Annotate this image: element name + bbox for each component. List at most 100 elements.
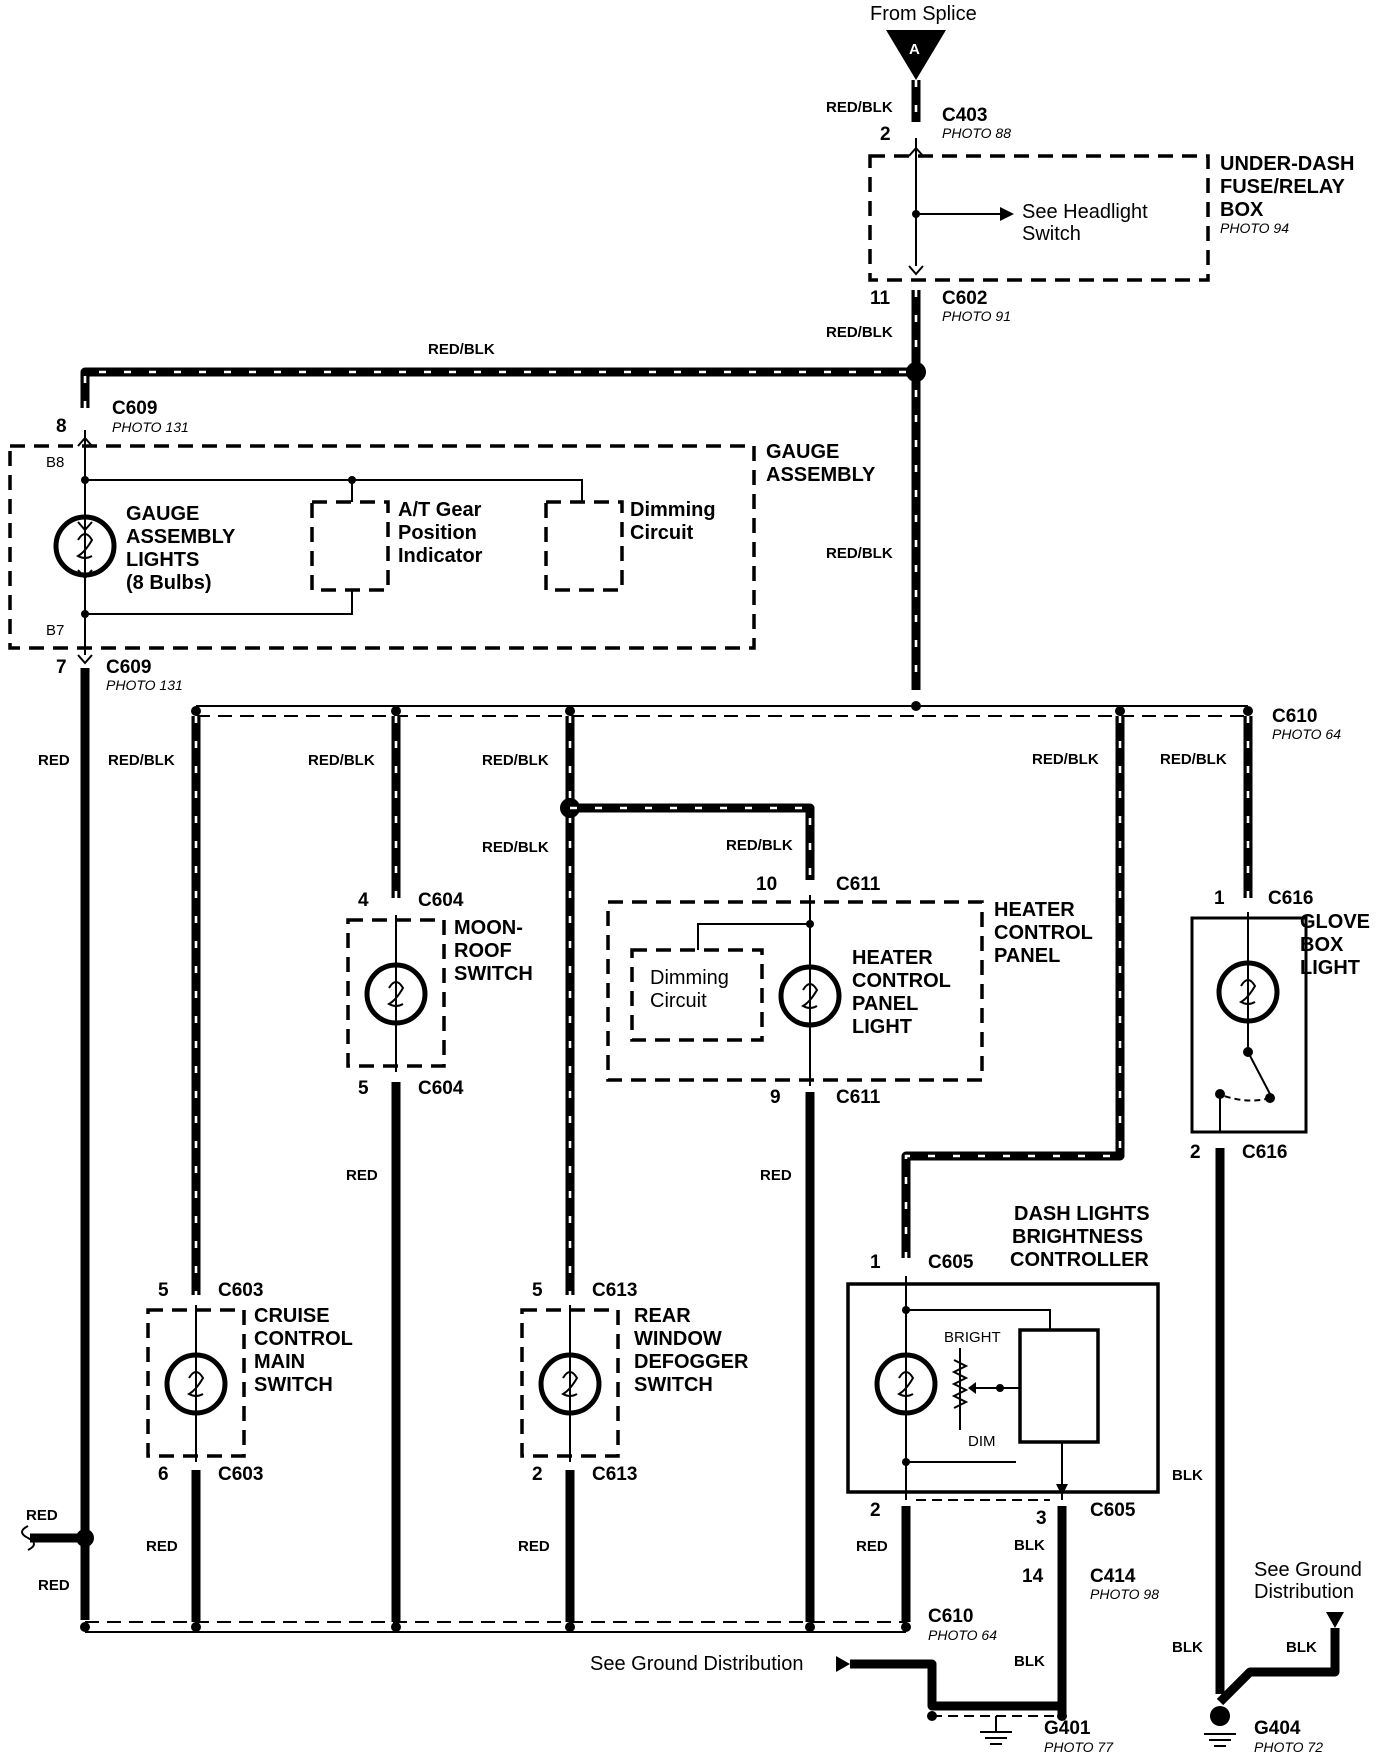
c613-bottom-name: C613 — [592, 1464, 637, 1485]
wire-label-red-dash: RED — [856, 1538, 888, 1555]
c604-top-pin: 4 — [358, 890, 369, 911]
c610-bottom-photo: PHOTO 64 — [928, 1627, 997, 1643]
wire-label-red-blk-moonroof: RED/BLK — [308, 752, 375, 769]
at-gear-1: A/T Gear — [398, 499, 482, 521]
gauge-assembly-title-1: GAUGE — [766, 441, 839, 463]
heater-dimming-1: Dimming — [650, 967, 729, 989]
heater-dimming-box — [630, 948, 764, 1042]
gauge-dimming-2: Circuit — [630, 522, 694, 544]
gauge-pin-b8: B8 — [46, 454, 64, 471]
wire-label-red-blk-c602: RED/BLK — [826, 324, 893, 341]
c609-top-pin: 8 — [56, 416, 67, 437]
heater-panel-3: PANEL — [994, 945, 1060, 967]
c609-top-name: C609 — [112, 398, 157, 419]
dash-controller-box — [846, 1282, 1160, 1494]
defogger-2: WINDOW — [634, 1328, 722, 1350]
wire-label-red-cruise: RED — [146, 1538, 178, 1555]
fuse-box-title-2: FUSE/RELAY — [1220, 176, 1346, 198]
fuse-box-title-1: UNDER-DASH — [1220, 153, 1354, 175]
c613-bottom-pin: 2 — [532, 1464, 543, 1485]
at-gear-3: Indicator — [398, 545, 483, 567]
g404-photo: PHOTO 72 — [1254, 1739, 1323, 1755]
gauge-lights-2: ASSEMBLY — [126, 526, 236, 548]
c414-photo: PHOTO 98 — [1090, 1586, 1159, 1602]
gauge-assembly-title-2: ASSEMBLY — [766, 464, 876, 486]
splice-letter: A — [909, 41, 920, 58]
glove-box-1: GLOVE — [1300, 911, 1370, 933]
fuse-box-photo: PHOTO 94 — [1220, 220, 1289, 236]
glove-box-2: BOX — [1300, 934, 1344, 956]
wire-label-red-blk-top: RED/BLK — [428, 341, 495, 358]
c403-pin: 2 — [880, 124, 891, 145]
c414-pin: 14 — [1022, 1566, 1044, 1587]
gauge-lights-1: GAUGE — [126, 503, 199, 525]
wire-label-red-moonroof: RED — [346, 1167, 378, 1184]
c603-bottom-pin: 6 — [158, 1464, 169, 1485]
c603-top-name: C603 — [218, 1280, 263, 1301]
cruise-4: SWITCH — [254, 1374, 333, 1396]
c613-top-name: C613 — [592, 1280, 637, 1301]
moonroof-2: ROOF — [454, 940, 512, 962]
c605-top-pin: 1 — [870, 1252, 881, 1273]
gauge-assembly-outline — [8, 444, 756, 650]
c604-top-name: C604 — [418, 890, 464, 911]
c616-top-name: C616 — [1268, 888, 1313, 909]
wire-label-red-heater: RED — [760, 1167, 792, 1184]
wire-label-blk-c605: BLK — [1014, 1537, 1045, 1554]
c610-bottom-name: C610 — [928, 1606, 973, 1627]
c603-bottom-name: C603 — [218, 1464, 263, 1485]
fuse-box-note-2: Switch — [1022, 223, 1081, 245]
c616-top-pin: 1 — [1214, 888, 1225, 909]
cruise-1: CRUISE — [254, 1305, 330, 1327]
fuse-box-note-1: See Headlight — [1022, 201, 1148, 223]
at-gear-box — [310, 500, 390, 592]
ground-note-left: See Ground Distribution — [590, 1653, 803, 1675]
c602-pin: 11 — [870, 288, 891, 309]
glove-box-3: LIGHT — [1300, 957, 1360, 979]
heater-light-1: HEATER — [852, 947, 933, 969]
ground-note-right-1: See Ground — [1254, 1559, 1362, 1581]
dash-bright-label: BRIGHT — [944, 1329, 1001, 1346]
wire-label-red-left: RED — [38, 752, 70, 769]
defogger-3: DEFOGGER — [634, 1351, 749, 1373]
dash-bulb-icon — [874, 1352, 938, 1416]
fuse-box-title-3: BOX — [1220, 199, 1264, 221]
wire-label-red-left-branch: RED — [26, 1507, 58, 1524]
c604-bottom-name: C604 — [418, 1078, 464, 1099]
heater-bulb-icon — [778, 964, 842, 1028]
c604-bottom-pin: 5 — [358, 1078, 369, 1099]
dash-controller-1: DASH LIGHTS — [1014, 1203, 1150, 1225]
c611-top-name: C611 — [836, 874, 881, 895]
gauge-lights-3: LIGHTS — [126, 549, 199, 571]
c611-bottom-name: C611 — [836, 1087, 881, 1108]
glove-bulb-icon — [1216, 960, 1280, 1024]
wire-label-red-defog: RED — [518, 1538, 550, 1555]
c414-name: C414 — [1090, 1566, 1136, 1587]
c609-top-photo: PHOTO 131 — [112, 419, 189, 435]
wire-label-red-blk-cruise: RED/BLK — [108, 752, 175, 769]
moonroof-bulb-icon — [364, 962, 428, 1026]
wire-label-red-left-bottom: RED — [38, 1577, 70, 1594]
c403-photo: PHOTO 88 — [942, 125, 1011, 141]
c611-top-pin: 10 — [756, 874, 777, 895]
gauge-lights-4: (8 Bulbs) — [126, 572, 212, 594]
c609-bottom-pin: 7 — [56, 657, 67, 678]
g404-name: G404 — [1254, 1718, 1301, 1739]
g401-photo: PHOTO 77 — [1044, 1739, 1114, 1755]
c605-b2-pin: 2 — [870, 1500, 881, 1521]
g404-ground-icon — [1210, 1706, 1230, 1726]
dash-controller-module — [1018, 1328, 1100, 1444]
wire-label-red-blk-trunk: RED/BLK — [826, 545, 893, 562]
g401-name: G401 — [1044, 1718, 1091, 1739]
cruise-2: CONTROL — [254, 1328, 353, 1350]
c605-b3-pin: 3 — [1036, 1508, 1047, 1529]
c403-name: C403 — [942, 105, 987, 126]
c602-photo: PHOTO 91 — [942, 308, 1011, 324]
c613-top-pin: 5 — [532, 1280, 543, 1301]
heater-dimming-2: Circuit — [650, 990, 707, 1012]
dash-dim-label: DIM — [968, 1433, 996, 1450]
gauge-dimming-1: Dimming — [630, 499, 716, 521]
c603-top-pin: 5 — [158, 1280, 169, 1301]
moonroof-3: SWITCH — [454, 963, 533, 985]
